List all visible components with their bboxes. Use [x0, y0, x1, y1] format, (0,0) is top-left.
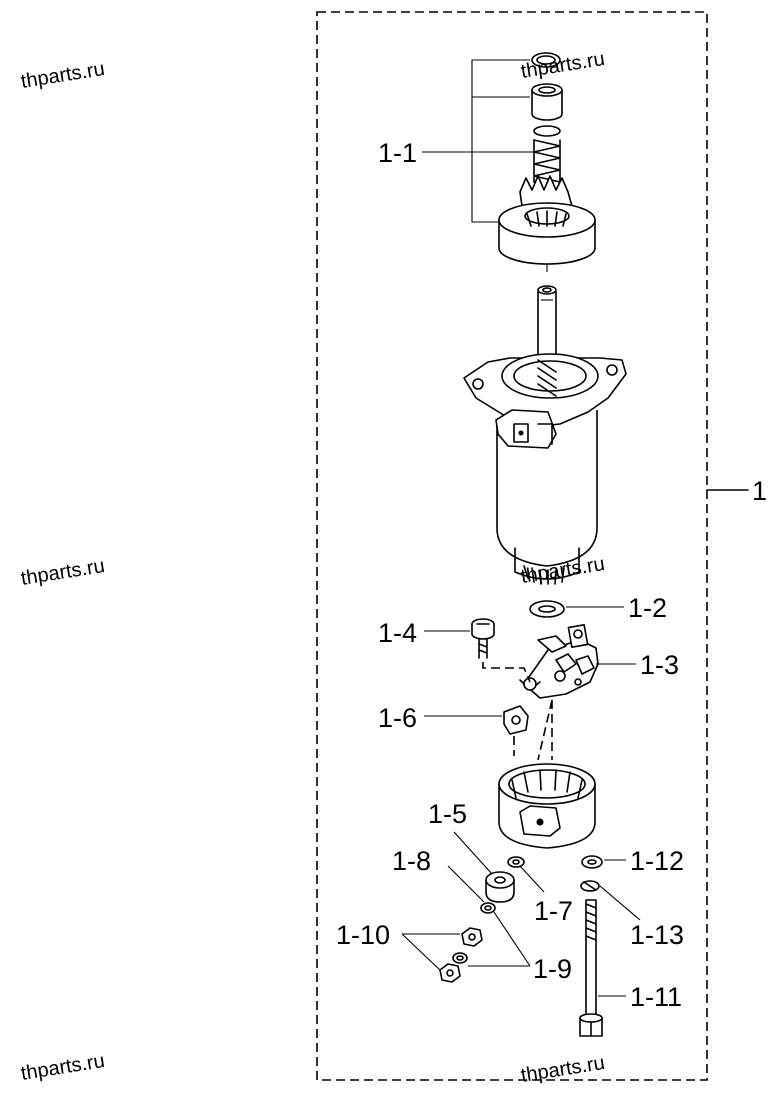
- part-label-1-4: 1-4: [378, 618, 417, 648]
- dashed-assembly-line-1-4: [482, 662, 531, 683]
- watermark-top-left: thparts.ru: [19, 58, 106, 93]
- watermark-bottom-center: thparts.ru: [519, 1052, 606, 1087]
- part-label-1-8: 1-8: [392, 846, 431, 876]
- washer-1-2: [529, 600, 565, 618]
- watermark-bottom-left: thparts.ru: [19, 1050, 106, 1085]
- part-label-1-7: 1-7: [534, 896, 573, 926]
- watermark-top-center: thparts.ru: [519, 48, 606, 83]
- starter-motor-body: [463, 285, 627, 585]
- end-frame: [498, 763, 596, 849]
- washer-1-9-upper: [480, 902, 496, 914]
- leader-bracket-1-1: [471, 59, 534, 223]
- clip-nut-1-6: [503, 705, 529, 735]
- watermark-middle-left: thparts.ru: [19, 555, 106, 590]
- part-label-1-6: 1-6: [378, 703, 417, 733]
- part-label-1-10: 1-10: [336, 920, 390, 950]
- leader-line-1-13: [599, 885, 641, 921]
- part-label-1-13: 1-13: [630, 920, 684, 950]
- part-label-1-11: 1-11: [630, 982, 682, 1012]
- nut-1-10-lower: [439, 963, 461, 983]
- leader-line-1-10: [401, 933, 460, 971]
- drive-pinion-assembly: [498, 52, 596, 272]
- part-label-1-9: 1-9: [533, 954, 572, 984]
- washer-1-7: [507, 856, 525, 868]
- assembly-label: 1: [752, 476, 767, 506]
- nut-1-10-upper: [461, 927, 483, 947]
- lock-washer-1-13: [580, 880, 600, 892]
- leader-line-1-7: [519, 865, 545, 893]
- leader-line-1-8: [447, 865, 485, 903]
- part-label-1-2: 1-2: [628, 593, 667, 623]
- grommet-1-8: [485, 871, 515, 903]
- part-label-1-1: 1-1: [378, 138, 417, 168]
- leader-line-1-5: [453, 831, 493, 875]
- assembly-boundary: [316, 11, 708, 1081]
- through-bolt-1-11: [579, 899, 603, 1037]
- brush-holder-1-3: [519, 623, 599, 699]
- screw-1-4: [471, 618, 495, 659]
- leader-line-1-9: [468, 911, 531, 967]
- part-label-1-3: 1-3: [640, 650, 679, 680]
- washer-1-9-lower: [452, 952, 468, 964]
- washer-1-12: [581, 855, 603, 869]
- part-label-1-5: 1-5: [428, 799, 467, 829]
- part-label-1-12: 1-12: [630, 846, 684, 876]
- dashed-assembly-line-1-6: [513, 699, 553, 761]
